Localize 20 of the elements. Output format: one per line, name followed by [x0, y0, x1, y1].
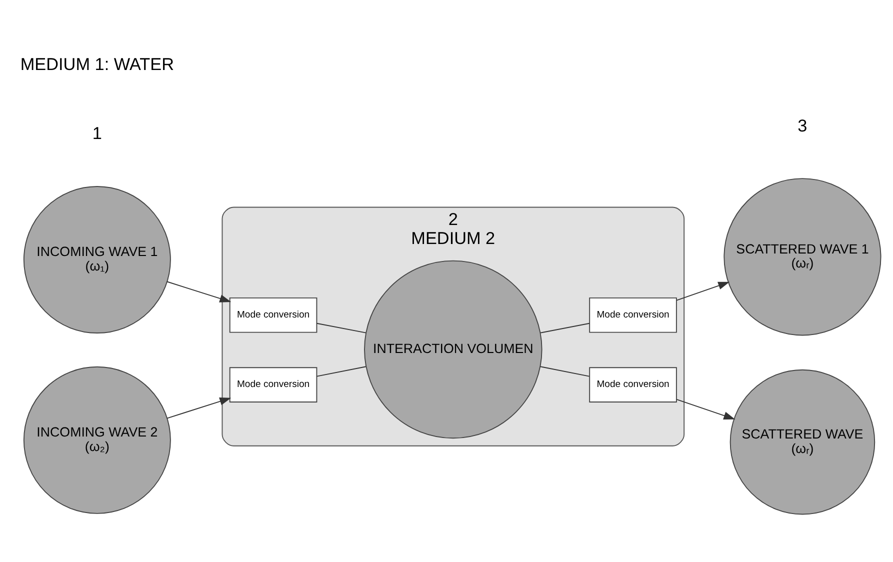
node-box: Mode conversion [229, 296, 318, 332]
connector [540, 366, 590, 376]
arrow [676, 281, 730, 300]
node-circle: SCATTERED WAVE (ωᵣ) [730, 368, 876, 514]
node-circle: INTERACTION VOLUMEN [364, 260, 542, 438]
node-box: Mode conversion [589, 366, 677, 402]
arrow [676, 398, 736, 419]
connector [316, 366, 366, 376]
label: MEDIUM 1: WATER [20, 54, 174, 74]
node-box: Mode conversion [589, 296, 677, 332]
label: 1 [92, 122, 102, 142]
node-circle: INCOMING WAVE 2 (ω₂) [23, 366, 171, 514]
arrow [166, 397, 232, 418]
node-circle: INCOMING WAVE 1 (ω₁) [23, 186, 171, 333]
connector [540, 322, 590, 333]
node-circle: SCATTERED WAVE 1 (ωᵣ) [724, 178, 882, 336]
label: 3 [798, 114, 808, 135]
arrow [166, 280, 232, 302]
node-box: Mode conversion [229, 366, 318, 402]
connector [316, 322, 366, 333]
